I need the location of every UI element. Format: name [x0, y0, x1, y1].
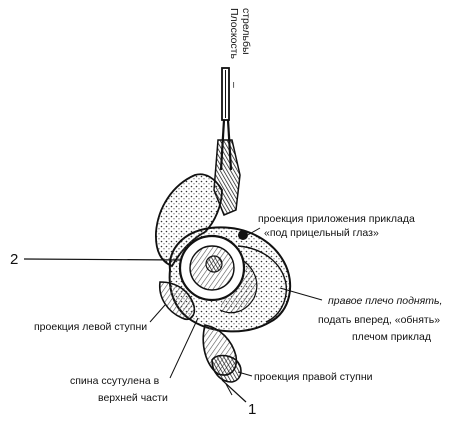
label-stock-line2: «под прицельный глаз»	[264, 227, 379, 239]
shooter-head	[178, 234, 246, 302]
label-back-leader	[169, 317, 199, 379]
marker-1: 1	[248, 401, 256, 418]
firing-plane-label-line1: Плоскость	[228, 8, 240, 59]
label-shoulder-line3: плечом приклад	[352, 331, 431, 343]
label-left-foot-leader	[149, 304, 166, 323]
label-right-foot-leader	[237, 371, 253, 377]
label-shoulder-line2: подать вперед, «обнять»	[318, 314, 440, 326]
left-foot-projection	[158, 281, 196, 321]
marker-2: 2	[10, 251, 18, 268]
marker-1-leader	[221, 379, 247, 403]
firing-plane-label-line2: –	[228, 82, 240, 88]
firing-plane-label-line3: стрельбы	[240, 8, 252, 55]
label-stock-line1: проекция приложения приклада	[258, 213, 415, 225]
label-shoulder-leader	[279, 287, 323, 301]
label-left-foot: проекция левой ступни	[34, 321, 147, 333]
label-stock-leader	[245, 227, 261, 237]
marker-2-leader	[23, 258, 181, 261]
label-shoulder-line1: правое плечо поднять,	[328, 295, 442, 307]
head-center	[205, 255, 223, 273]
marker-1-tick	[225, 383, 233, 396]
label-back-line1: спина ссутулена в	[70, 375, 160, 387]
label-right-foot: проекция правой ступни	[254, 371, 373, 383]
firing-plane-label: Плоскость – стрельбы	[228, 8, 252, 88]
right-shoulder-outline	[237, 245, 287, 323]
stock-contact-point	[238, 230, 248, 240]
label-back-line2: верхней части	[98, 392, 168, 404]
right-foot-projection	[211, 354, 242, 383]
